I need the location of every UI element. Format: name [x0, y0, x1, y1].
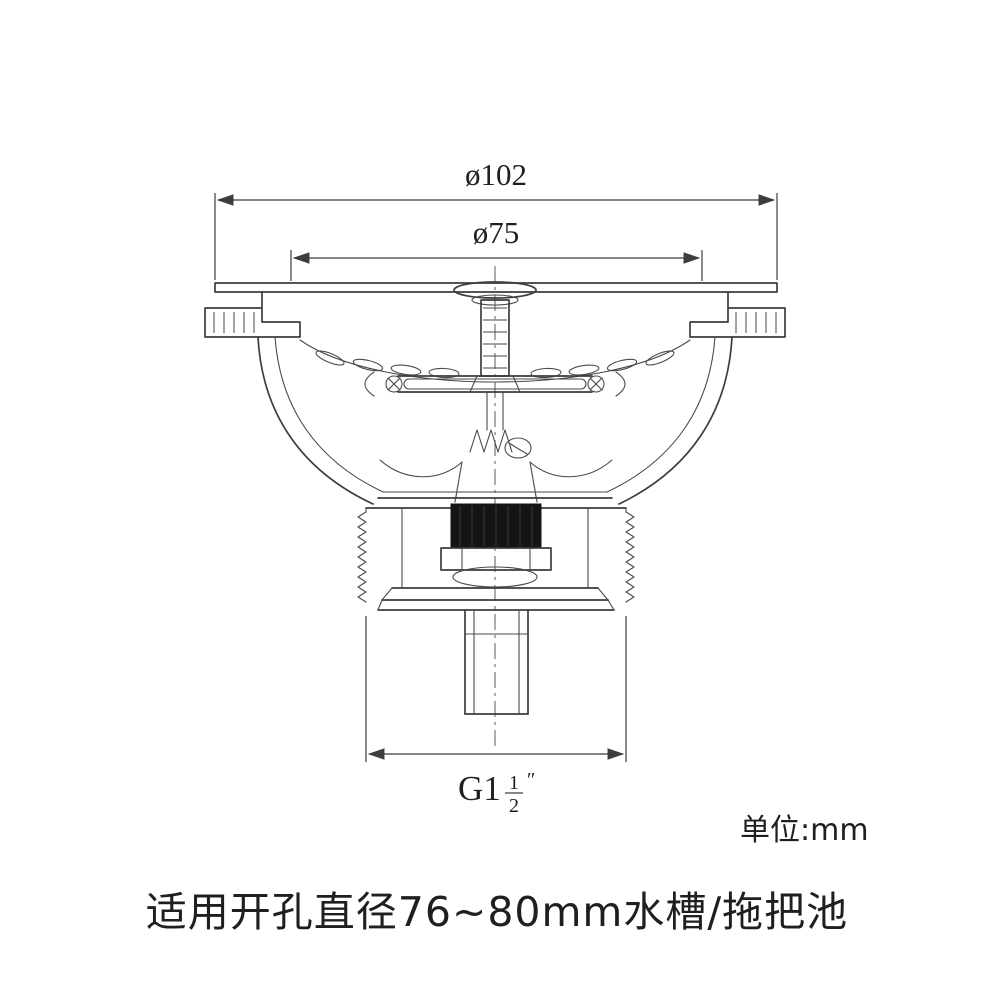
basin-floor — [379, 459, 613, 503]
inner-diameter-label: ø75 — [473, 215, 520, 250]
bowl-walls — [257, 336, 733, 505]
crossbar — [364, 371, 626, 397]
bottom-plate — [377, 587, 615, 611]
mounting-bracket-right — [689, 291, 786, 338]
thread-size-prefix: G1 — [458, 769, 501, 808]
thread-inch-mark: ″ — [527, 769, 535, 791]
dimension-outer-diameter: ø102 — [214, 157, 778, 280]
threaded-neck — [357, 507, 635, 603]
mounting-bracket-left — [204, 291, 301, 338]
thread-fraction-numerator: 1 — [509, 772, 519, 794]
thread-fraction-denominator: 2 — [509, 795, 519, 817]
top-flange — [214, 282, 778, 293]
tail-pipe — [464, 609, 529, 715]
strainer-cross-section — [204, 281, 786, 715]
basket-perforations — [299, 339, 691, 383]
caption: 适用开孔直径76~80mm水槽/拖把池 — [146, 888, 848, 936]
lock-nut — [440, 547, 552, 588]
dimension-inner-diameter: ø75 — [290, 215, 703, 281]
unit-label: 单位:mm — [740, 813, 869, 848]
dimension-thread-size: G1 1 2 ″ — [365, 616, 627, 817]
spring-and-screw — [469, 429, 532, 459]
handle-knob — [453, 281, 537, 306]
rubber-gasket — [450, 503, 542, 549]
outer-diameter-label: ø102 — [465, 157, 527, 192]
